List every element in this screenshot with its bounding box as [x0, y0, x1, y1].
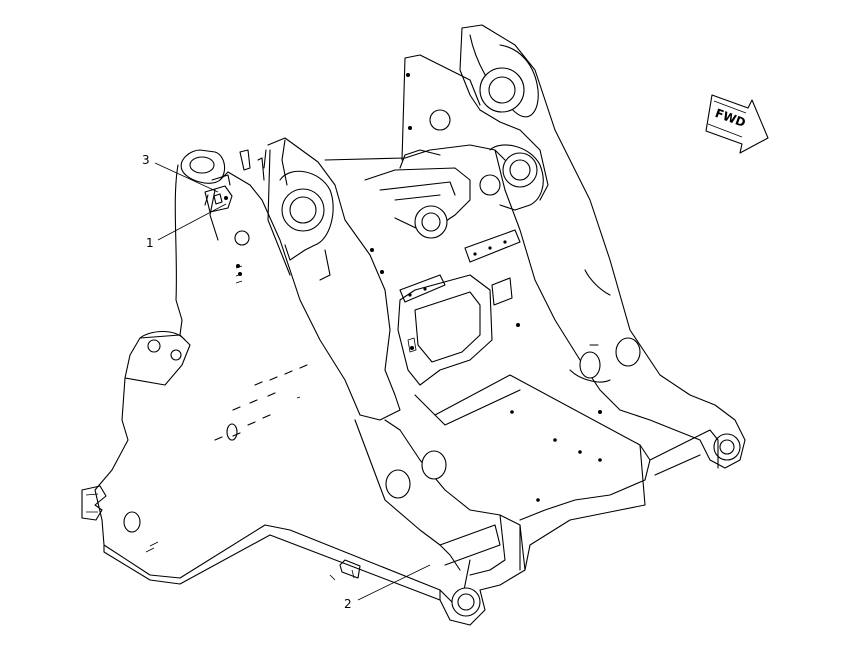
callout-label-1: 1	[146, 236, 154, 250]
center-window	[397, 274, 493, 386]
leader-line-1	[157, 203, 227, 241]
floor-plate	[414, 374, 719, 546]
bracket-parts	[204, 174, 233, 213]
rear-mounting-plate	[81, 164, 471, 611]
forward-arrow-icon: FWD	[705, 94, 769, 154]
leader-line-3	[154, 162, 219, 193]
callout-leaders	[154, 162, 431, 601]
forward-label: FWD	[713, 106, 747, 130]
leader-line-2	[357, 564, 431, 601]
bolt-slot-pattern	[214, 265, 308, 441]
callout-label-2: 2	[344, 597, 352, 611]
left-boom-tower	[180, 137, 401, 421]
callout-label-3: 3	[142, 153, 150, 167]
right-boom-tower	[401, 24, 746, 469]
front-arm	[329, 419, 540, 626]
center-cross-member	[324, 144, 521, 350]
